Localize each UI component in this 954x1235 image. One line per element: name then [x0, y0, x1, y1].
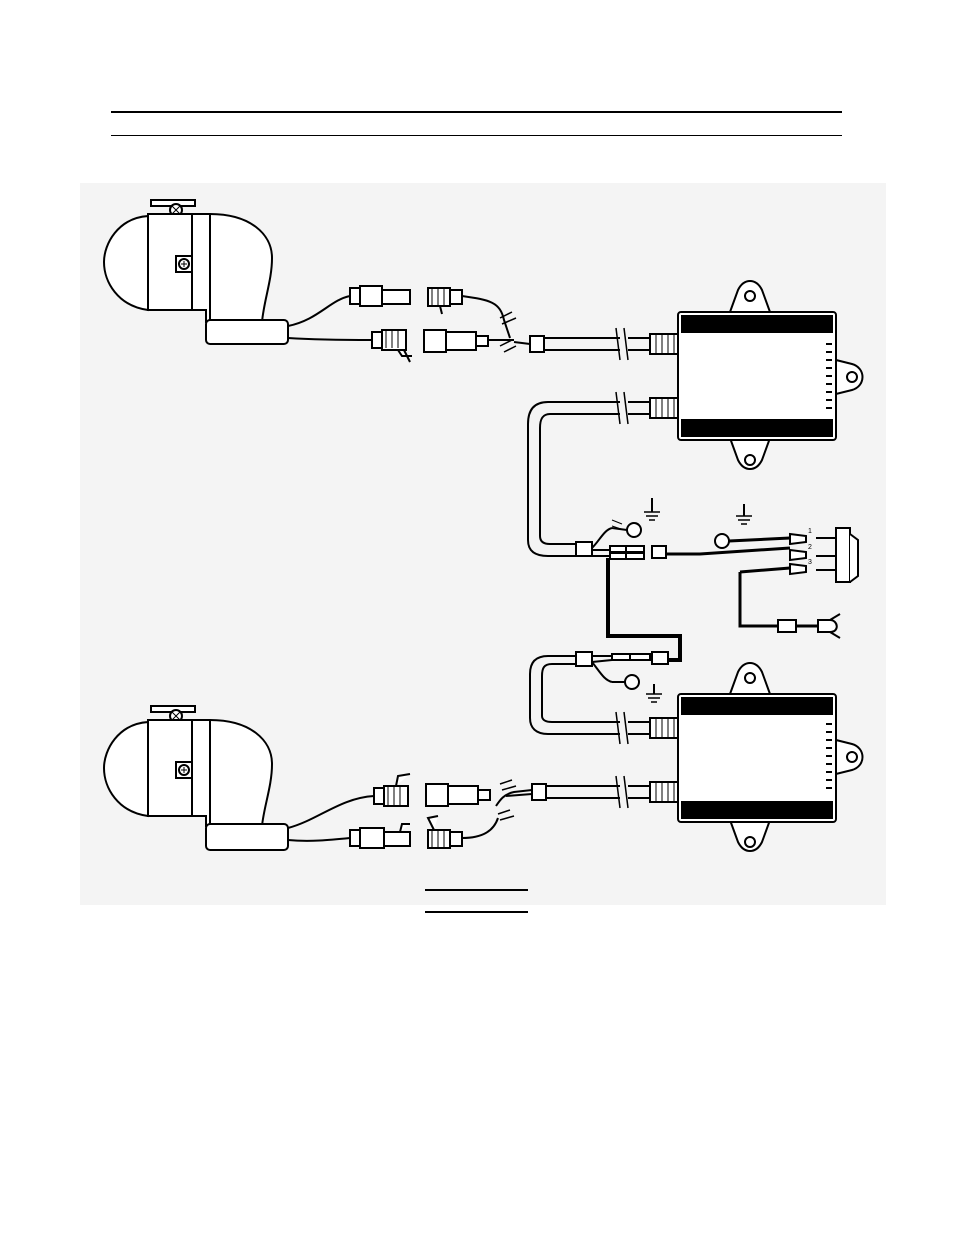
upper-lamp-lens — [104, 216, 148, 310]
upper-connector-d — [424, 330, 488, 352]
lower-lamp-wiring — [288, 774, 546, 848]
harness-lower-spade — [652, 652, 668, 664]
lower-ballast-cable-gland — [650, 782, 678, 802]
upper-connector-b — [372, 330, 412, 362]
lower-lamp-cable-boot — [206, 824, 288, 850]
lower-ground-symbol — [646, 684, 662, 702]
lower-cable-junction — [532, 784, 546, 800]
upper-ballast-cable-gland — [650, 334, 678, 354]
harness-splice-upper — [576, 542, 592, 556]
switch-terminals — [790, 534, 806, 574]
lower-lamp — [104, 706, 288, 850]
lower-lamp-lens — [104, 722, 148, 816]
upper-cable-junction — [530, 336, 544, 352]
harness-bullet-connectors-upper — [610, 546, 644, 559]
inline-fuse — [778, 620, 796, 632]
upper-lamp — [104, 200, 288, 344]
fuse-feed-wire — [740, 572, 778, 626]
lower-connector-b — [428, 816, 462, 848]
switch-ground-symbol — [736, 504, 752, 524]
upper-connector-c — [428, 288, 462, 314]
upper-ballast-power-cable — [528, 402, 620, 556]
switch-ground-ring — [715, 534, 729, 548]
upper-lamp-wiring — [288, 286, 678, 362]
switch-terminal-mark-3: 3 — [808, 559, 812, 566]
lower-connector-c — [374, 774, 410, 806]
upper-lamp-cable-boot — [206, 320, 288, 344]
upper-ballast-power-gland — [650, 398, 678, 418]
lower-ground-ring — [625, 675, 639, 689]
harness-jumper-lead — [608, 558, 680, 660]
harness-splice-lower — [576, 652, 592, 666]
upper-ground-ring — [627, 523, 641, 537]
upper-connector-a — [350, 286, 410, 306]
battery-fork-terminal — [818, 614, 840, 638]
switch-terminal-mark-1: 1 — [808, 528, 812, 535]
harness-bullet-connectors-lower — [612, 654, 650, 660]
lower-connector-a — [426, 784, 490, 806]
lower-ballast-power-gland — [650, 718, 678, 738]
lower-ballast — [546, 663, 863, 851]
lower-connector-d — [350, 824, 410, 848]
harness-female-spade — [652, 546, 666, 558]
upper-ballast — [616, 281, 863, 469]
upper-ground-symbol — [644, 498, 660, 520]
upper-lamp-adjust-screw — [176, 256, 192, 272]
lower-lamp-adjust-screw — [176, 762, 192, 778]
rocker-switch — [816, 528, 858, 582]
switch-terminal-mark-2: 2 — [808, 544, 812, 551]
